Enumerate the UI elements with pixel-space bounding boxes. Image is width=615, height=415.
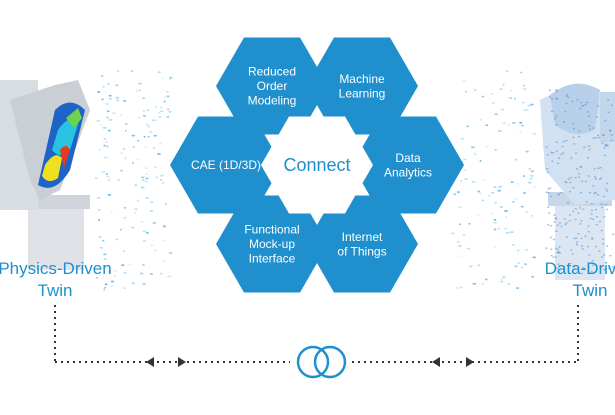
left-twin-title-line1: Physics-Driven [0, 259, 112, 278]
data-driven-twin-label: Data-Driven Twin [495, 258, 615, 302]
hexagon-fmi-label: Mock-up [249, 237, 295, 251]
left-twin-title-line2: Twin [37, 281, 73, 300]
hexagon-ml-label: Learning [339, 86, 386, 100]
hexagon-center [261, 116, 373, 214]
hexagon-rom-label: Modeling [248, 94, 297, 108]
arrow-right-icon [466, 357, 474, 367]
hexagon-fmi-label: Interface [249, 252, 296, 266]
hexagon-cae-label: CAE (1D/3D) [191, 158, 261, 172]
hexagon-rom-label: Reduced [248, 65, 296, 79]
right-twin-title-line2: Twin [572, 281, 608, 300]
arrow-left-icon [432, 357, 440, 367]
data-stream-background [95, 70, 537, 291]
interlocked-rings-icon [296, 345, 347, 379]
right-twin-title-line1: Data-Driven [544, 259, 615, 278]
connector-line [54, 305, 579, 367]
hexagon-da [352, 116, 464, 214]
arrow-right-icon [178, 357, 186, 367]
arrow-left-icon [146, 357, 154, 367]
hexagon-da-label: Analytics [384, 165, 432, 179]
physics-driven-twin-label: Physics-Driven Twin [0, 258, 150, 302]
robot-arm-physics-icon [0, 80, 90, 270]
center-connect-label: Connect [283, 155, 350, 175]
robot-arm-data-icon [540, 83, 615, 280]
hexagon-da-label: Data [395, 151, 421, 165]
hexagon-ml [306, 37, 418, 135]
hexagon-rom [216, 37, 328, 135]
hexagon-iot [306, 195, 418, 293]
hexagon-ml-label: Machine [339, 72, 385, 86]
hexagon-iot-label: Internet [342, 230, 383, 244]
hexagon-cae [170, 116, 282, 214]
hexagon-fmi-label: Functional [244, 223, 299, 237]
hexagon-iot-label: of Things [337, 244, 386, 258]
hexagon-rom-label: Order [257, 79, 288, 93]
hexagon-fmi [216, 195, 328, 293]
